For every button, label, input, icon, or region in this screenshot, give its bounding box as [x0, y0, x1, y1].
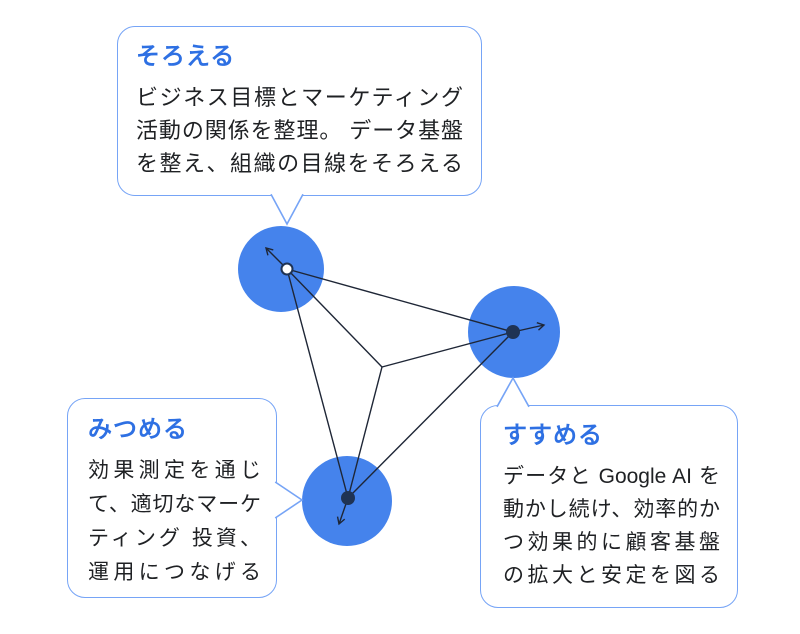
body-line: ティング 投資、: [88, 527, 261, 550]
body-line: の拡大と安定を図る: [503, 564, 720, 587]
node-susumeru: [506, 325, 520, 339]
flow-arrow-up-left: [265, 247, 288, 270]
body-line: 活動の関係を整理。 データ基盤: [136, 118, 463, 143]
flow-arrow-right: [512, 322, 546, 333]
callout-soroeru: そろえる ビジネス目標とマーケティング 活動の関係を整理。 データ基盤 を整え、…: [117, 26, 482, 196]
body-line: ビジネス目標とマーケティング: [136, 85, 463, 110]
callout-mitsumeru: みつめる 効果測定を通じ て、適切なマーケ ティング 投資、 運用につなげる: [67, 398, 277, 598]
body-line: 動かし続け、効率的か: [503, 498, 720, 521]
callout-susumeru-body: データと Google AI を 動かし続け、効率的か つ効果的に顧客基盤 の拡…: [503, 460, 720, 592]
edge-top-to-right: [286, 268, 514, 333]
edge-center-to-right: [381, 331, 514, 368]
callout-mitsumeru-tail: [274, 481, 304, 519]
callout-mitsumeru-title: みつめる: [88, 416, 188, 443]
body-line: データと Google AI を: [503, 465, 720, 488]
node-mitsumeru: [341, 491, 355, 505]
mitsumeru-circle: [302, 456, 392, 546]
soroeru-circle: [238, 226, 324, 312]
node-soroeru-open: [280, 262, 294, 276]
callout-susumeru-title: すすめる: [503, 422, 603, 449]
callout-susumeru-tail: [496, 376, 530, 408]
edge-center-to-top: [286, 268, 383, 368]
edge-center-to-bottom: [347, 366, 383, 499]
body-line: 効果測定を通じ: [88, 459, 261, 482]
callout-soroeru-title: そろえる: [136, 43, 236, 70]
body-line: つ効果的に顧客基盤: [503, 531, 720, 554]
body-line: を整え、組織の目線をそろえる: [136, 151, 463, 176]
flow-arrow-down: [336, 497, 349, 526]
callout-mitsumeru-body: 効果測定を通じ て、適切なマーケ ティング 投資、 運用につなげる: [88, 454, 261, 590]
body-line: 運用につなげる: [88, 561, 261, 584]
susumeru-circle: [468, 286, 560, 378]
edge-top-to-bottom: [286, 268, 349, 499]
body-line: て、適切なマーケ: [88, 493, 261, 516]
callout-soroeru-body: ビジネス目標とマーケティング 活動の関係を整理。 データ基盤 を整え、組織の目線…: [136, 81, 463, 180]
callout-susumeru: すすめる データと Google AI を 動かし続け、効率的か つ効果的に顧客…: [480, 405, 738, 608]
callout-soroeru-tail: [270, 193, 304, 226]
